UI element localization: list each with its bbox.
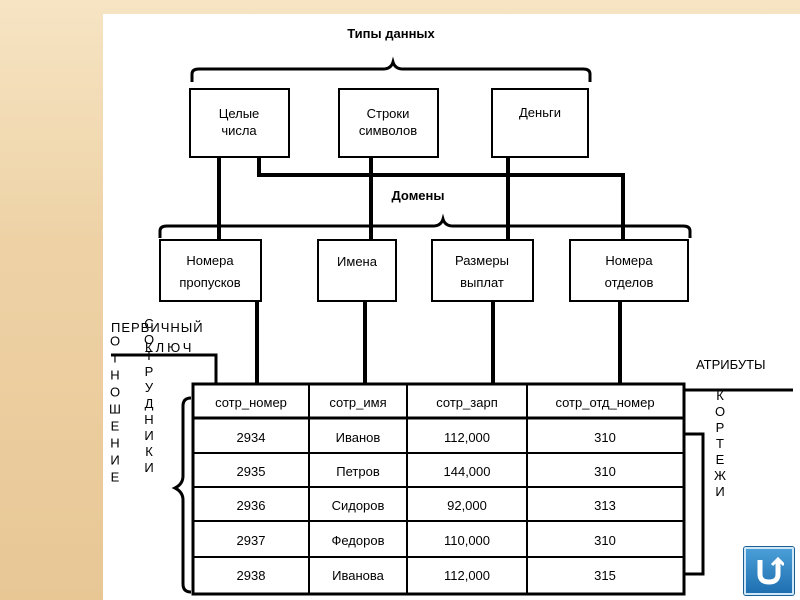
- svg-text:310: 310: [594, 464, 616, 479]
- svg-text:пропусков: пропусков: [179, 275, 240, 290]
- domain-box-dept-numbers: Номера отделов: [569, 239, 689, 302]
- svg-text:Деньги: Деньги: [519, 105, 561, 120]
- attributes-label: АТРИБУТЫ: [696, 357, 766, 372]
- primary-key-label-line1: ПЕРВИЧНЫЙ: [111, 320, 204, 335]
- domains-brace: [158, 213, 692, 238]
- table-row: 2935 Петров 144,000 310: [237, 464, 616, 479]
- svg-text:числа: числа: [221, 123, 257, 138]
- svg-text:2938: 2938: [237, 568, 266, 583]
- relational-model-diagram: Типы данных Целые числа Строки символов …: [108, 26, 793, 596]
- svg-text:Строки: Строки: [367, 106, 410, 121]
- svg-text:Номера: Номера: [186, 253, 234, 268]
- svg-text:2935: 2935: [237, 464, 266, 479]
- primary-key-label-line2: КЛЮЧ: [145, 340, 194, 355]
- svg-text:2936: 2936: [237, 498, 266, 513]
- svg-text:символов: символов: [359, 123, 417, 138]
- column-header: сотр_номер: [215, 395, 287, 410]
- svg-text:144,000: 144,000: [444, 464, 491, 479]
- svg-text:Иванов: Иванов: [336, 430, 381, 445]
- slide-canvas: Типы данных Целые числа Строки символов …: [103, 14, 800, 600]
- column-header: сотр_отд_номер: [555, 395, 654, 410]
- svg-text:112,000: 112,000: [444, 430, 490, 445]
- domains-title: Домены: [392, 188, 445, 203]
- svg-text:310: 310: [594, 533, 616, 548]
- return-arrow-icon: [757, 556, 784, 585]
- svg-text:310: 310: [594, 430, 616, 445]
- type-box-integers: Целые числа: [189, 88, 290, 158]
- svg-text:Размеры: Размеры: [455, 253, 509, 268]
- svg-text:выплат: выплат: [460, 275, 504, 290]
- return-button[interactable]: [744, 547, 794, 595]
- attributes-pointer: [682, 388, 793, 403]
- svg-text:Петров: Петров: [336, 464, 380, 479]
- data-types-brace: [190, 56, 592, 82]
- domain-box-salary-sizes: Размеры выплат: [431, 239, 534, 302]
- domain-box-names: Имена: [317, 239, 397, 302]
- svg-text:92,000: 92,000: [447, 498, 487, 513]
- domain-column-connectors: [255, 301, 622, 384]
- svg-text:Номера: Номера: [605, 253, 653, 268]
- table-row: 2936 Сидоров 92,000 313: [237, 498, 616, 513]
- svg-text:110,000: 110,000: [444, 533, 490, 548]
- relation-brace: [171, 396, 192, 594]
- type-box-strings: Строки символов: [338, 88, 439, 158]
- domain-box-pass-numbers: Номера пропусков: [159, 239, 262, 302]
- table-row: 2937 Федоров 110,000 310: [237, 533, 616, 548]
- tuples-label-vertical: КОРТЕЖИ: [713, 388, 728, 500]
- column-header: сотр_имя: [329, 395, 386, 410]
- relation-label-vertical: ОТНОШЕНИЕ: [108, 334, 123, 487]
- svg-text:315: 315: [594, 568, 616, 583]
- svg-text:112,000: 112,000: [444, 568, 490, 583]
- type-box-money: Деньги: [491, 88, 589, 158]
- table-row: 2938 Иванова 112,000 315: [237, 568, 616, 583]
- column-header: сотр_зарп: [436, 395, 497, 410]
- employees-table: сотр_номер сотр_имя сотр_зарп сотр_отд_н…: [191, 382, 686, 596]
- data-types-title: Типы данных: [347, 26, 435, 41]
- svg-text:2934: 2934: [237, 430, 266, 445]
- svg-text:313: 313: [594, 498, 616, 513]
- table-row: 2934 Иванов 112,000 310: [237, 430, 616, 445]
- svg-text:Имена: Имена: [337, 254, 378, 269]
- tuples-bracket: [685, 432, 705, 576]
- svg-text:Целые: Целые: [219, 106, 260, 121]
- svg-text:отделов: отделов: [605, 275, 654, 290]
- svg-text:Иванова: Иванова: [332, 568, 385, 583]
- relation-name-vertical: СОТРУДНИКИ: [142, 316, 157, 476]
- primary-key-pointer: [111, 353, 218, 384]
- svg-text:2937: 2937: [237, 533, 266, 548]
- svg-text:Федоров: Федоров: [331, 533, 384, 548]
- svg-text:Сидоров: Сидоров: [332, 498, 385, 513]
